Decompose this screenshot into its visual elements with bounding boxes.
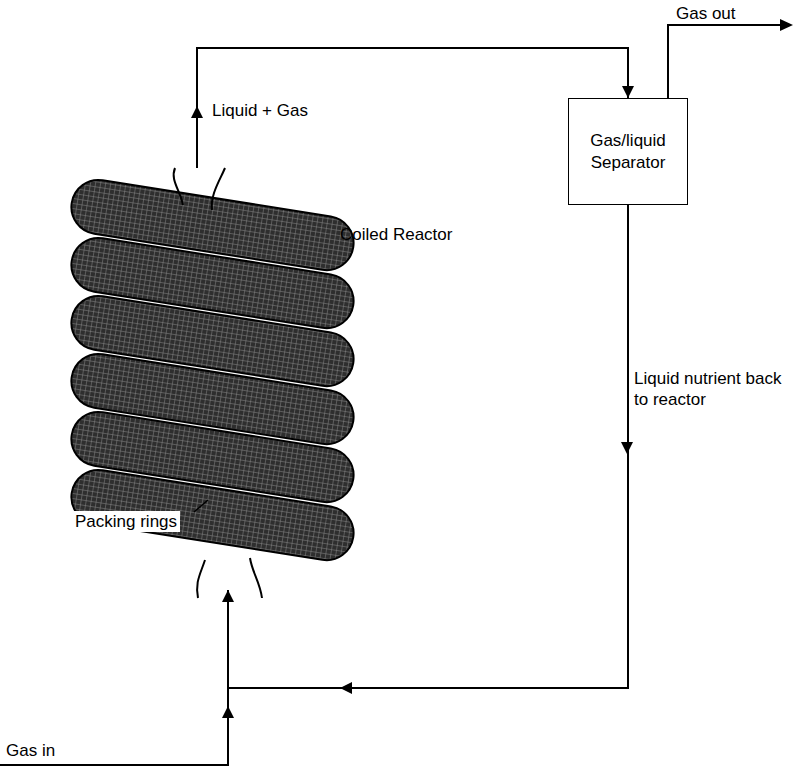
flow-label: Liquid nutrient back to reactor <box>634 368 794 411</box>
flow-arrowheads <box>191 19 793 718</box>
node-label: Gas/liquid Separator <box>578 130 678 173</box>
reactor-tube-ends <box>174 168 262 598</box>
flow-label: Liquid + Gas <box>212 100 308 121</box>
flow-line <box>197 48 628 168</box>
separator-box: Gas/liquid Separator <box>568 98 688 205</box>
packing-rings-label: Packing rings <box>72 511 180 532</box>
gas-in-label: Gas in <box>6 740 55 761</box>
gas-out-label: Gas out <box>676 3 736 24</box>
coiled-reactor-coil <box>68 176 358 564</box>
node-label: Coiled Reactor <box>340 224 452 245</box>
leader-line <box>194 500 208 512</box>
flow-line <box>228 205 628 688</box>
